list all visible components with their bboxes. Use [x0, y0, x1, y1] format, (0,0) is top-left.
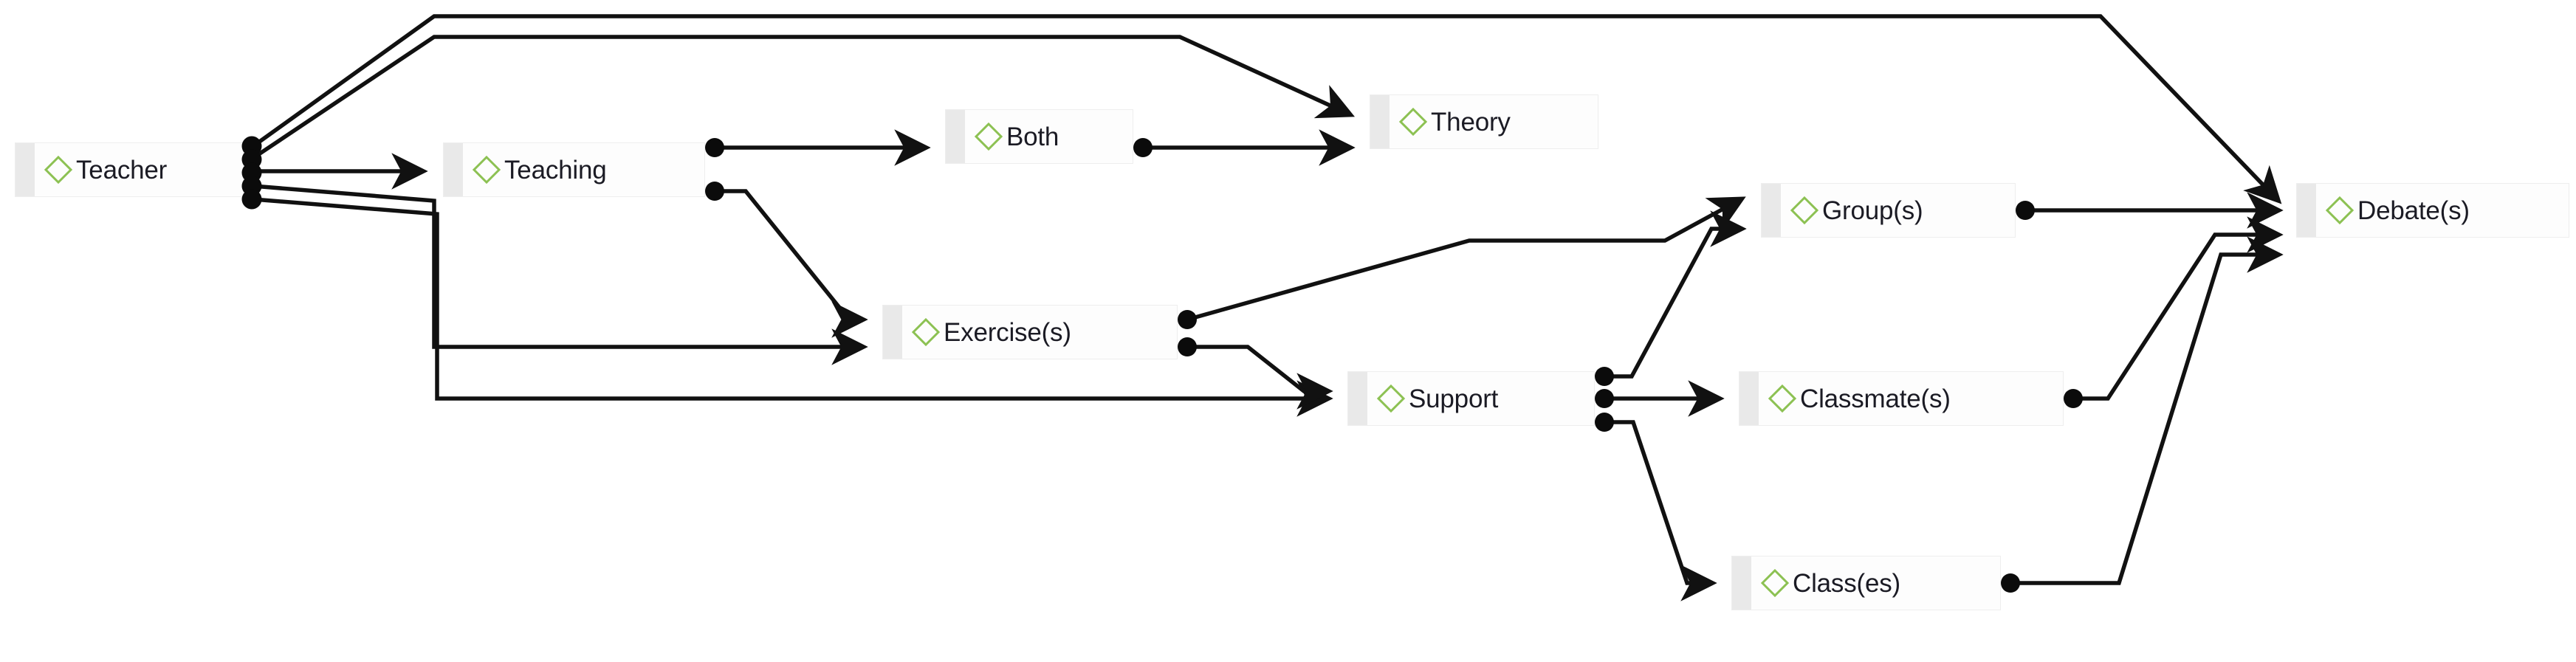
- node-both[interactable]: Both: [945, 109, 1133, 164]
- node-label: Support: [1409, 384, 1499, 413]
- node-accent-strip: [1732, 556, 1751, 610]
- diamond-icon: [1790, 196, 1819, 225]
- node-body: Both: [965, 110, 1133, 163]
- port-both-out-1[interactable]: [1133, 138, 1153, 157]
- edge-support-groups: [1604, 210, 1747, 379]
- node-accent-strip: [2297, 184, 2316, 237]
- node-accent-strip: [883, 306, 902, 359]
- node-accent-strip: [1370, 95, 1390, 148]
- node-classes[interactable]: Class(es): [1731, 556, 2001, 610]
- node-body: Teaching: [463, 143, 704, 196]
- port-exercises-out-1[interactable]: [1178, 310, 1197, 329]
- port-support-out-2[interactable]: [1595, 389, 1614, 408]
- port-support-out-3[interactable]: [1595, 413, 1614, 432]
- edge-exercises-groups: [1186, 196, 1746, 322]
- node-body: Debate(s): [2316, 184, 2569, 237]
- node-label: Classmate(s): [1800, 384, 1951, 413]
- node-body: Classmate(s): [1759, 372, 2063, 425]
- diamond-icon: [44, 155, 73, 185]
- port-classmates-out-1[interactable]: [2064, 389, 2083, 408]
- edge-teaching-exercises: [715, 189, 868, 338]
- node-label: Both: [1006, 122, 1059, 151]
- diamond-icon: [974, 122, 1003, 151]
- node-body: Teacher: [35, 143, 243, 196]
- node-accent-strip: [16, 143, 35, 196]
- node-body: Exercise(s): [902, 306, 1177, 359]
- port-teaching-out-1[interactable]: [705, 138, 724, 157]
- node-label: Exercise(s): [944, 317, 1071, 347]
- node-body: Theory: [1390, 95, 1598, 148]
- node-label: Teacher: [76, 155, 168, 185]
- diamond-icon: [2325, 196, 2355, 225]
- port-teacher-out-5[interactable]: [241, 189, 262, 210]
- node-support[interactable]: Support: [1347, 371, 1595, 426]
- diamond-icon: [1398, 107, 1428, 137]
- node-label: Theory: [1431, 107, 1511, 137]
- diamond-icon: [1376, 384, 1406, 413]
- edge-teacher-support: [253, 197, 1333, 417]
- node-debates[interactable]: Debate(s): [2296, 183, 2569, 238]
- node-accent-strip: [1762, 184, 1781, 237]
- node-classmates[interactable]: Classmate(s): [1739, 371, 2064, 426]
- port-groups-out-1[interactable]: [2016, 201, 2035, 220]
- diamond-icon: [911, 317, 941, 347]
- node-label: Debate(s): [2357, 196, 2470, 225]
- node-exercises[interactable]: Exercise(s): [882, 305, 1178, 359]
- node-accent-strip: [946, 110, 965, 163]
- node-body: Group(s): [1781, 184, 2015, 237]
- port-teaching-out-2[interactable]: [705, 182, 724, 201]
- node-label: Teaching: [504, 155, 607, 185]
- edge-exercises-support: [1187, 345, 1333, 410]
- node-body: Support: [1367, 372, 1594, 425]
- diamond-icon: [1760, 568, 1790, 598]
- diamond-icon: [1768, 384, 1797, 413]
- node-label: Class(es): [1793, 568, 1900, 598]
- edge-classmates-debates: [2073, 216, 2284, 401]
- node-accent-strip: [1739, 372, 1759, 425]
- node-body: Class(es): [1751, 556, 2000, 610]
- node-accent-strip: [1348, 372, 1367, 425]
- edge-teacher-exercises: [253, 184, 868, 365]
- edge-support-classes: [1604, 420, 1717, 601]
- diamond-icon: [472, 155, 501, 185]
- node-groups[interactable]: Group(s): [1761, 183, 2016, 238]
- port-exercises-out-2[interactable]: [1178, 337, 1197, 356]
- node-teacher[interactable]: Teacher: [15, 142, 244, 197]
- node-teaching[interactable]: Teaching: [443, 142, 705, 197]
- port-support-out-1[interactable]: [1595, 367, 1614, 386]
- node-theory[interactable]: Theory: [1370, 94, 1598, 149]
- edge-teacher-theory: [252, 35, 1356, 160]
- node-label: Group(s): [1822, 196, 1923, 225]
- port-classes-out-1[interactable]: [2001, 573, 2020, 593]
- node-accent-strip: [444, 143, 463, 196]
